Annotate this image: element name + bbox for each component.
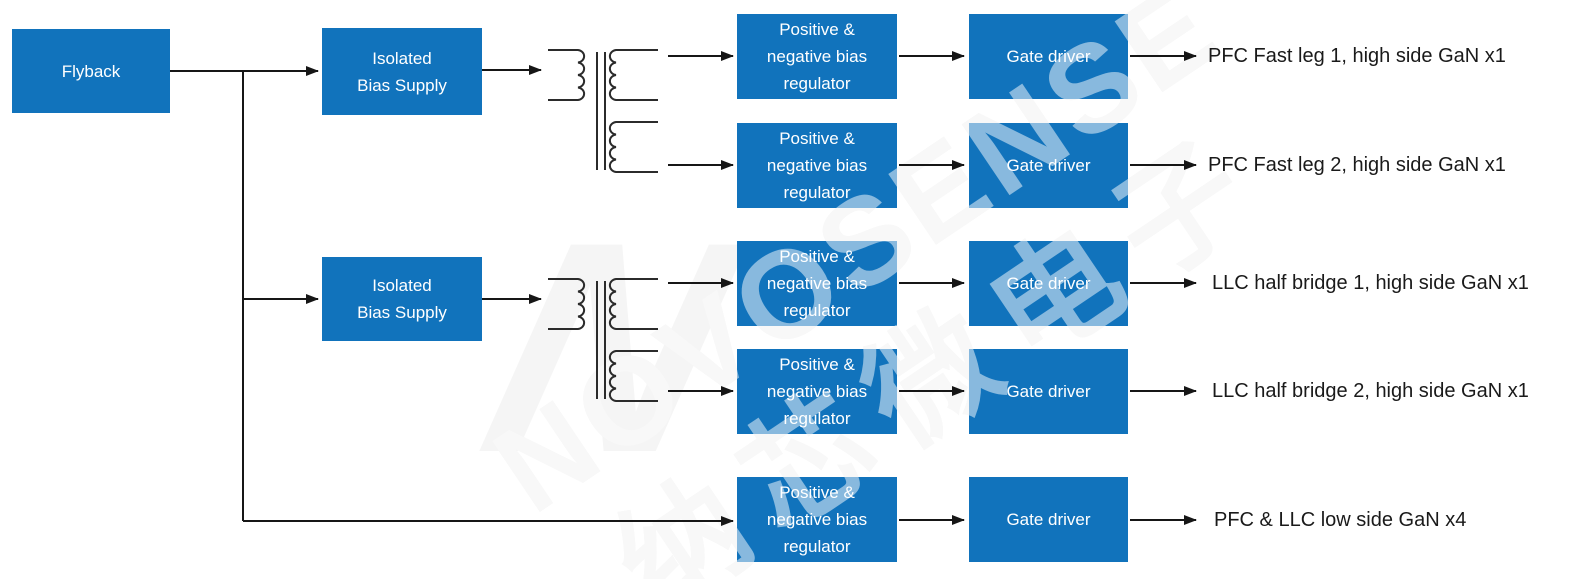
gate-driver-box-1: Gate driver	[969, 14, 1128, 99]
bias-regulator-label-line3: regulator	[783, 183, 851, 202]
bias-regulator-label-line1: Positive &	[779, 129, 855, 148]
gate-driver-box-2: Gate driver	[969, 123, 1128, 208]
isolated-bias-supply-label-line1: Isolated	[372, 48, 432, 68]
gate-driver-label: Gate driver	[1006, 47, 1091, 66]
bias-regulator-label-line2: negative bias	[766, 47, 868, 66]
bias-regulator-box-3: Positive & negative bias regulator	[737, 241, 897, 326]
isolated-bias-supply-box-1: Isolated Bias Supply	[322, 28, 482, 115]
gate-driver-label: Gate driver	[1006, 510, 1091, 529]
output-label-4: LLC half bridge 2, high side GaN x1	[1212, 380, 1529, 402]
bias-regulator-label-line2: negative bias	[766, 274, 868, 293]
output-label-2: PFC Fast leg 2, high side GaN x1	[1208, 154, 1506, 176]
output-label-3: LLC half bridge 1, high side GaN x1	[1212, 272, 1529, 294]
bias-regulator-label-line1: Positive &	[779, 247, 855, 266]
isolated-bias-supply-box-2: Isolated Bias Supply	[322, 257, 482, 341]
gate-driver-box-5: Gate driver	[969, 477, 1128, 562]
bias-regulator-label-line1: Positive &	[779, 355, 855, 374]
bias-regulator-label-line2: negative bias	[766, 156, 868, 175]
bias-regulator-box-5: Positive & negative bias regulator	[737, 477, 897, 562]
bias-regulator-label-line1: Positive &	[779, 20, 855, 39]
isolated-bias-supply-label-line2: Bias Supply	[357, 303, 447, 322]
isolated-bias-supply-label-line1: Isolated	[372, 276, 432, 295]
output-label-5: PFC & LLC low side GaN x4	[1214, 509, 1467, 531]
gate-driver-box-4: Gate driver	[969, 349, 1128, 434]
output-label-1: PFC Fast leg 1, high side GaN x1	[1208, 45, 1506, 67]
bias-regulator-label-line2: negative bias	[766, 382, 868, 401]
bias-regulator-label-line3: regulator	[783, 537, 851, 556]
flyback-box: Flyback	[12, 29, 170, 113]
gate-driver-label: Gate driver	[1006, 156, 1091, 175]
novosense-n-logo-icon: N	[458, 179, 759, 515]
flyback-label: Flyback	[61, 61, 121, 81]
bias-regulator-box-1: Positive & negative bias regulator	[737, 14, 897, 99]
bias-regulator-label-line3: regulator	[783, 301, 851, 320]
bias-regulator-label-line2: negative bias	[766, 510, 868, 529]
bias-regulator-box-2: Positive & negative bias regulator	[737, 123, 897, 208]
gate-driver-label: Gate driver	[1006, 274, 1091, 293]
isolated-bias-supply-label-line2: Bias Supply	[357, 75, 447, 95]
bias-regulator-label-line3: regulator	[783, 74, 851, 93]
bias-regulator-label-line1: Positive &	[779, 483, 855, 502]
bias-regulator-box-4: Positive & negative bias regulator	[737, 349, 897, 434]
gate-driver-label: Gate driver	[1006, 382, 1091, 401]
bias-regulator-label-line3: regulator	[783, 409, 851, 428]
gate-driver-box-3: Gate driver	[969, 241, 1128, 326]
watermark-brand-chinese-text: 纳芯微电子	[591, 103, 1292, 579]
